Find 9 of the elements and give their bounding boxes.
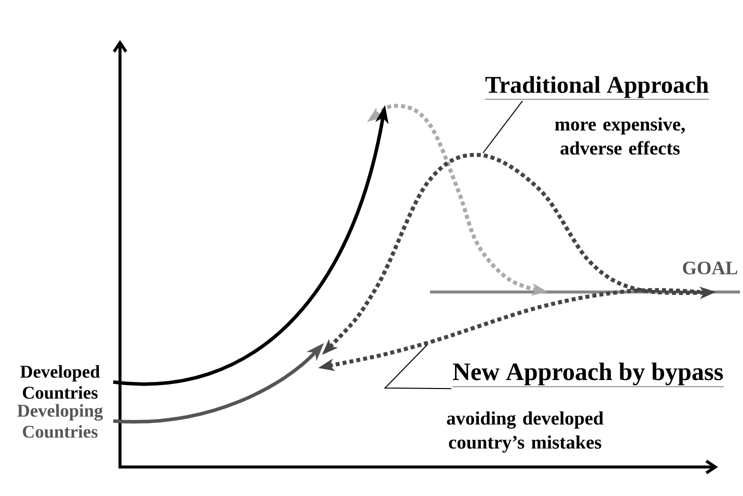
approach-note: more expensive, adverse effects [555,117,685,155]
approach-heading: New Approach by bypass [452,362,724,387]
goal-label: GOAL [682,262,738,274]
axis-label: Developing Countries [17,404,103,438]
axis-label: Developed Countries [20,365,100,399]
leader-line [482,100,523,154]
approach-heading: Traditional Approach [484,76,710,100]
approach-note: avoiding developed country’s mistakes [446,411,604,453]
leader-line [384,344,452,390]
